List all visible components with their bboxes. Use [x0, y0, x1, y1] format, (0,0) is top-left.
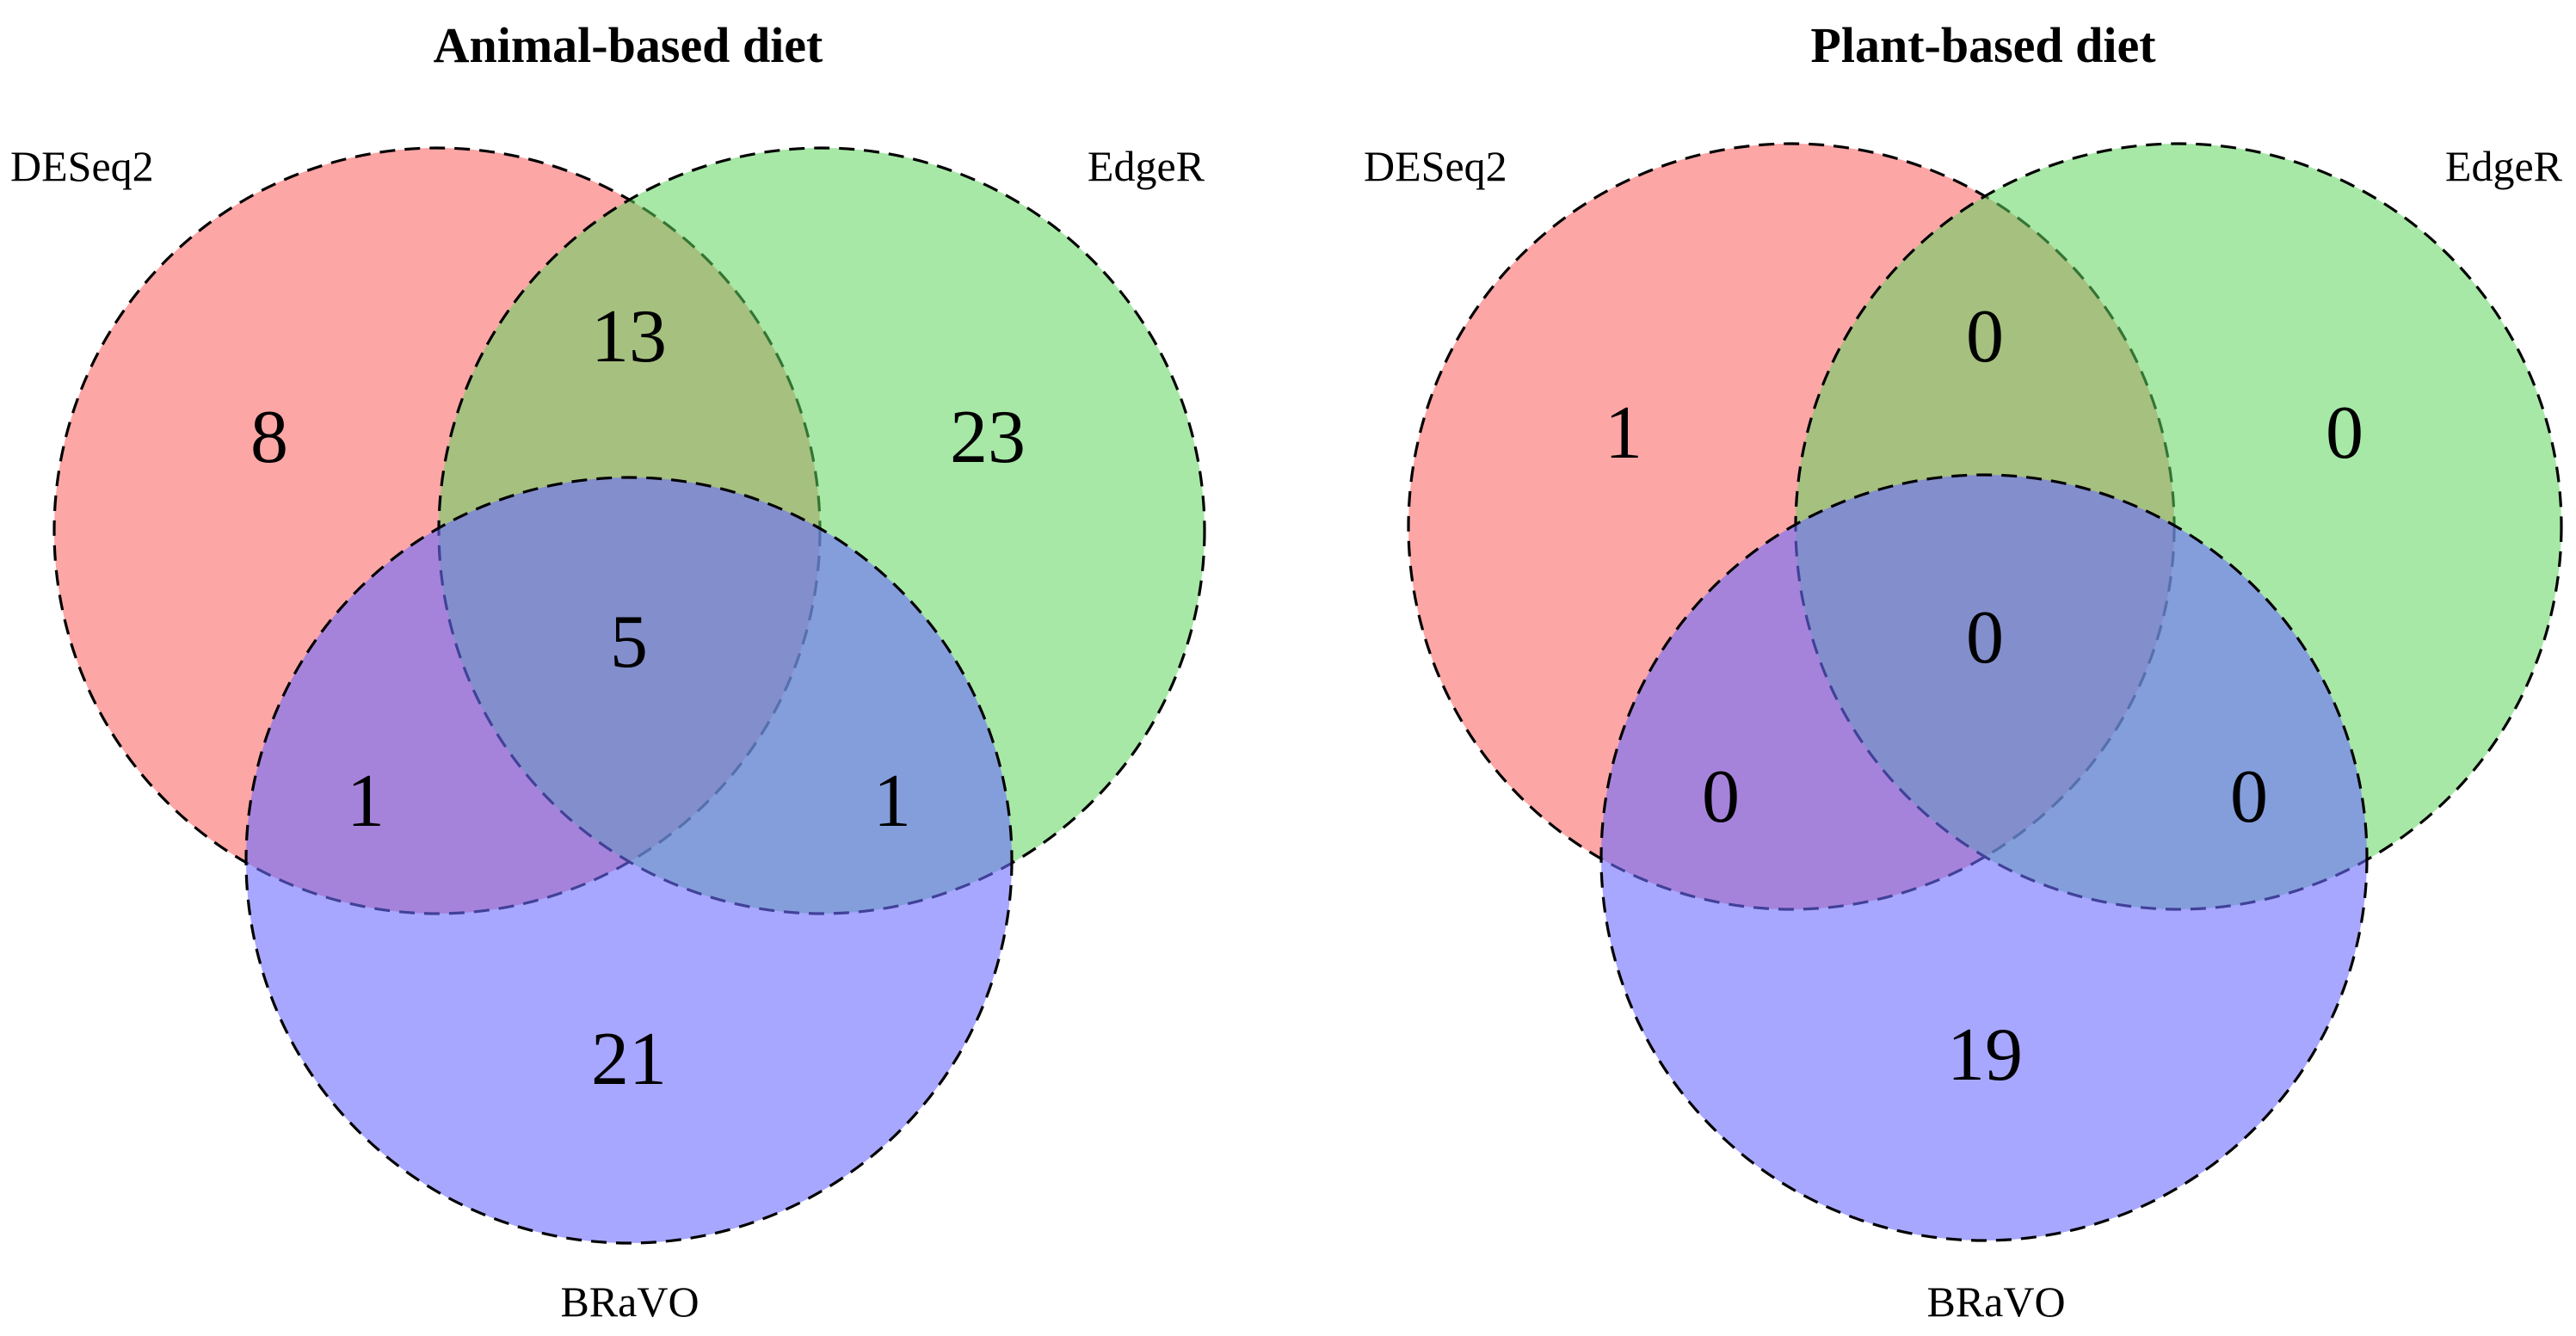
set-label-a: DESeq2	[10, 142, 154, 190]
circle-set-c	[1599, 473, 2369, 1242]
count-b-only: 23	[950, 396, 1026, 479]
count-a-b: 13	[591, 295, 667, 379]
panel-title: Plant-based diet	[1810, 17, 2156, 73]
count-a-b: 0	[1966, 295, 2004, 379]
circle-set-c	[244, 476, 1014, 1245]
set-label-c: BRaVO	[1926, 1278, 2065, 1326]
count-a-c: 0	[1702, 755, 1740, 839]
panel-title: Animal-based diet	[434, 17, 823, 73]
count-a-only: 8	[250, 396, 288, 479]
count-a-only: 1	[1605, 391, 1642, 475]
count-a-c: 1	[347, 760, 385, 843]
count-b-c: 1	[873, 760, 911, 843]
set-label-a: DESeq2	[1364, 142, 1507, 190]
set-label-b: EdgeR	[1088, 142, 1205, 190]
set-label-c: BRaVO	[560, 1278, 699, 1326]
count-a-b-c: 5	[610, 600, 648, 684]
set-label-b: EdgeR	[2445, 142, 2563, 190]
count-c-only: 21	[591, 1018, 667, 1101]
venn-panel-animal: Animal-based diet DESeq2 EdgeR BRaVO 8 2…	[10, 17, 1206, 1326]
count-b-only: 0	[2326, 391, 2363, 475]
venn-panel-plant: Plant-based diet DESeq2 EdgeR BRaVO 1 0 …	[1364, 17, 2563, 1326]
count-c-only: 19	[1947, 1013, 2023, 1097]
count-b-c: 0	[2230, 755, 2268, 839]
count-a-b-c: 0	[1966, 596, 2004, 680]
